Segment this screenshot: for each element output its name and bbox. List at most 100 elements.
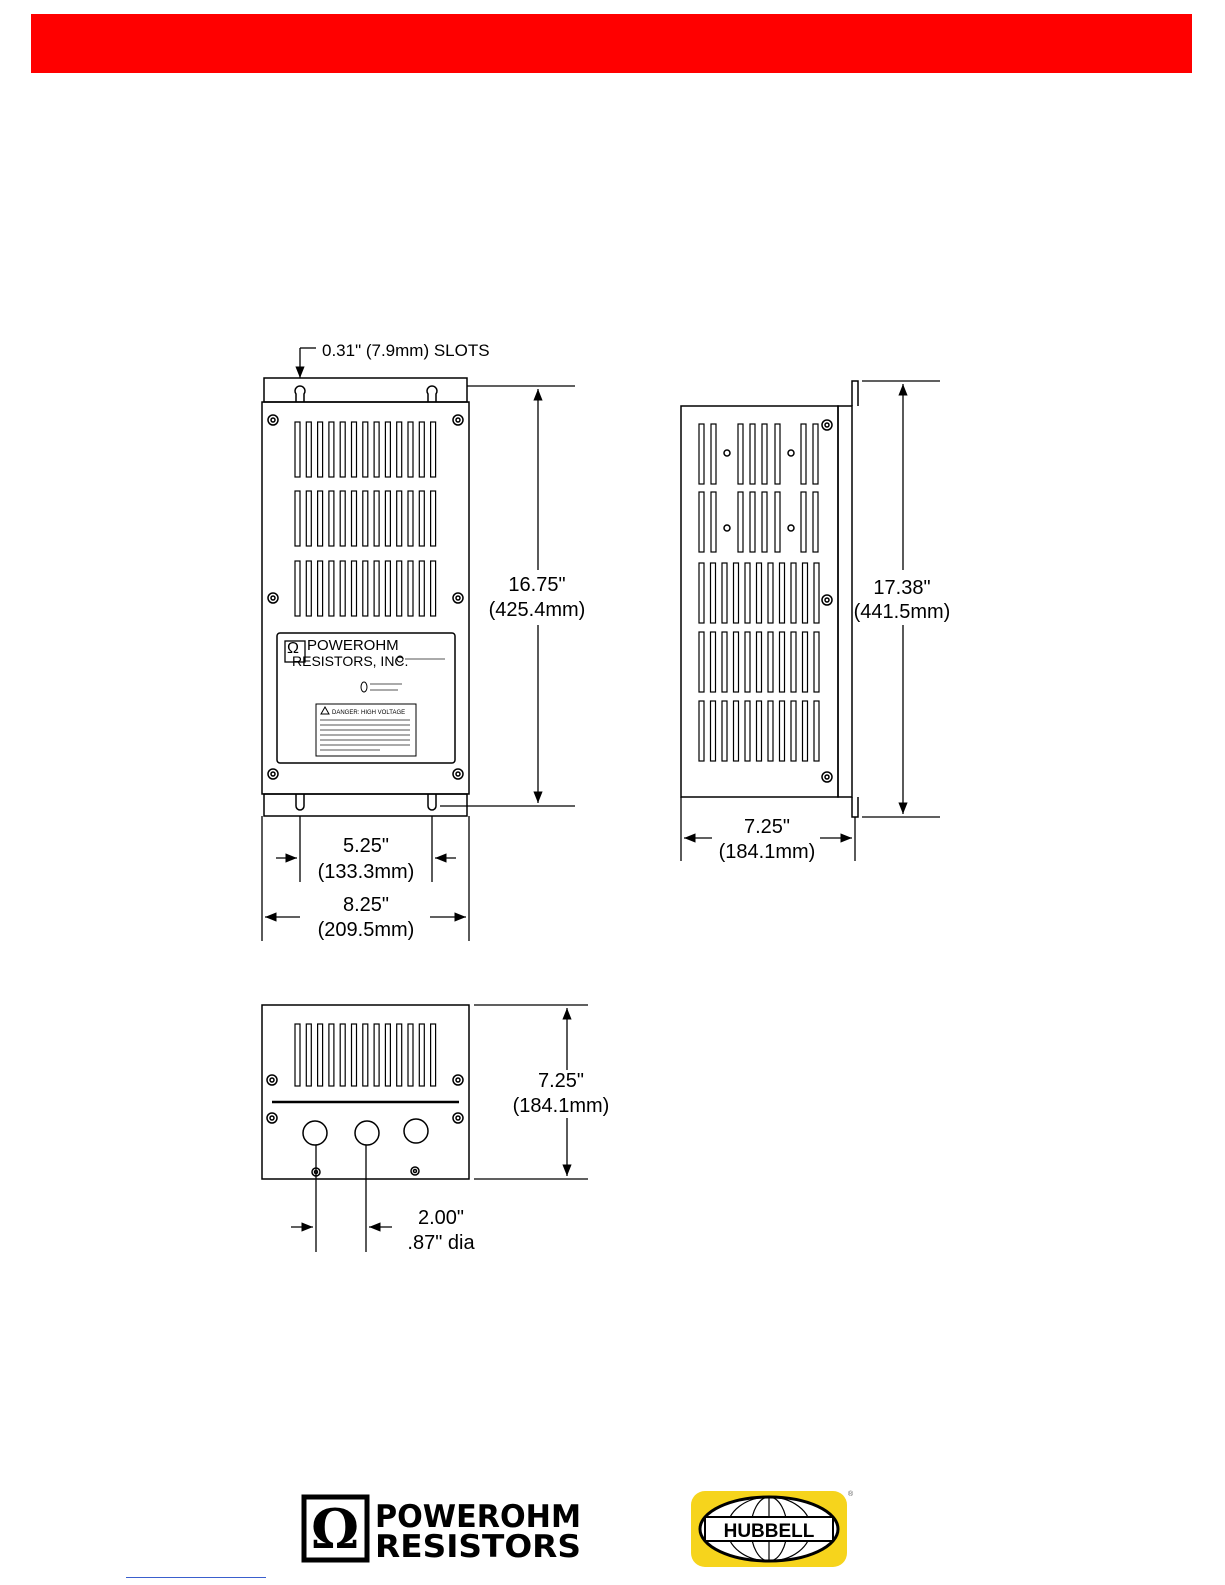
vent-slot [295, 1024, 300, 1086]
powerohm-logo-line2: RESISTORS [375, 1529, 581, 1565]
vent-slot [814, 701, 819, 761]
vent-slot [762, 424, 767, 484]
vent-slot [722, 563, 727, 623]
vent-slot [408, 491, 413, 546]
vent-slot [813, 492, 818, 552]
nameplate-brand-line1: POWEROHM [307, 637, 399, 654]
vent-slot [408, 1024, 413, 1086]
vent-slot [419, 1024, 424, 1086]
vent-slot [374, 422, 379, 477]
vent-slot [374, 491, 379, 546]
vent-slot [385, 491, 390, 546]
vent-slot [803, 632, 808, 692]
vent-slot [352, 1024, 357, 1086]
vent-slot [734, 701, 739, 761]
vent-slot [295, 422, 300, 477]
warning-title: DANGER: HIGH VOLTAGE [332, 710, 405, 716]
vent-slot [762, 492, 767, 552]
vent-slot [699, 701, 704, 761]
front-screws [268, 415, 463, 779]
front-bottom-slot-right [428, 794, 436, 810]
vent-slot [419, 422, 424, 477]
vent-slot [722, 701, 727, 761]
vent-slot [397, 1024, 402, 1086]
bottom-screws [267, 1075, 463, 1176]
vent-slot [374, 1024, 379, 1086]
vent-slot [329, 561, 334, 616]
footer-link-underline[interactable] [126, 1577, 266, 1578]
vent-slot [363, 491, 368, 546]
vent-slot [431, 422, 436, 477]
vent-slot [306, 491, 311, 546]
bottom-height-mm: (184.1mm) [513, 1095, 610, 1117]
vent-slot [801, 424, 806, 484]
vent-slot [745, 632, 750, 692]
vent-slot [385, 1024, 390, 1086]
vent-slot [711, 424, 716, 484]
vent-slot [722, 632, 727, 692]
vent-slot [363, 422, 368, 477]
front-width-mm: (209.5mm) [318, 919, 415, 941]
vent-slot [768, 563, 773, 623]
vent-slot [385, 422, 390, 477]
vent-slot [329, 1024, 334, 1086]
omega-logo-icon: Ω [311, 1497, 359, 1561]
front-bottom-slot-left [296, 794, 304, 810]
vent-slot [711, 632, 716, 692]
vent-slot [306, 561, 311, 616]
side-depth-in: 7.25" [744, 816, 790, 838]
front-width-in: 8.25" [343, 894, 389, 916]
front-height-mm: (425.4mm) [489, 599, 586, 621]
vent-slot [431, 561, 436, 616]
vent-slot [791, 563, 796, 623]
vent-slot [738, 492, 743, 552]
vent-slot [318, 422, 323, 477]
hubbell-logo: HUBBELL ® [691, 1490, 854, 1567]
slot-spacing-mm: (133.3mm) [318, 861, 415, 883]
vent-slot [397, 422, 402, 477]
vent-slot [711, 492, 716, 552]
vent-slot [385, 561, 390, 616]
front-height-in: 16.75" [508, 574, 565, 596]
vent-slot [757, 563, 762, 623]
nameplate-brand-line2: RESISTORS, INC. [292, 653, 408, 669]
hubbell-logo-text: HUBBELL [724, 1521, 815, 1542]
vent-slot [318, 491, 323, 546]
vent-slot [780, 632, 785, 692]
vent-slot [363, 1024, 368, 1086]
front-view [262, 378, 469, 816]
vent-slot [431, 491, 436, 546]
vent-slot [340, 422, 345, 477]
vent-slot [711, 563, 716, 623]
vent-slot [431, 1024, 436, 1086]
vent-slot [699, 563, 704, 623]
vent-slot [791, 632, 796, 692]
vent-slot [352, 422, 357, 477]
registered-mark-icon: ® [848, 1490, 854, 1498]
vent-slot [419, 491, 424, 546]
side-vent-slots [699, 424, 819, 761]
vent-slot [750, 492, 755, 552]
vent-slot [734, 632, 739, 692]
hole-spacing: 2.00" [418, 1207, 464, 1229]
vent-slot [329, 491, 334, 546]
vent-slot [745, 701, 750, 761]
side-screws [724, 420, 832, 782]
conduit-knockouts [303, 1119, 428, 1145]
hole-diameter: .87" dia [407, 1232, 475, 1254]
vent-slot [340, 1024, 345, 1086]
powerohm-logo: Ω POWEROHM RESISTORS [304, 1497, 581, 1565]
vent-slot [329, 422, 334, 477]
slot-callout: 0.31" (7.9mm) SLOTS [322, 341, 490, 360]
vent-slot [768, 632, 773, 692]
vent-slot [780, 563, 785, 623]
vent-slot [814, 563, 819, 623]
side-depth-mm: (184.1mm) [719, 841, 816, 863]
side-height-mm: (441.5mm) [854, 601, 951, 623]
vent-slot [363, 561, 368, 616]
vent-slot [340, 561, 345, 616]
vent-slot [352, 491, 357, 546]
vent-slot [801, 492, 806, 552]
vent-slot [757, 701, 762, 761]
